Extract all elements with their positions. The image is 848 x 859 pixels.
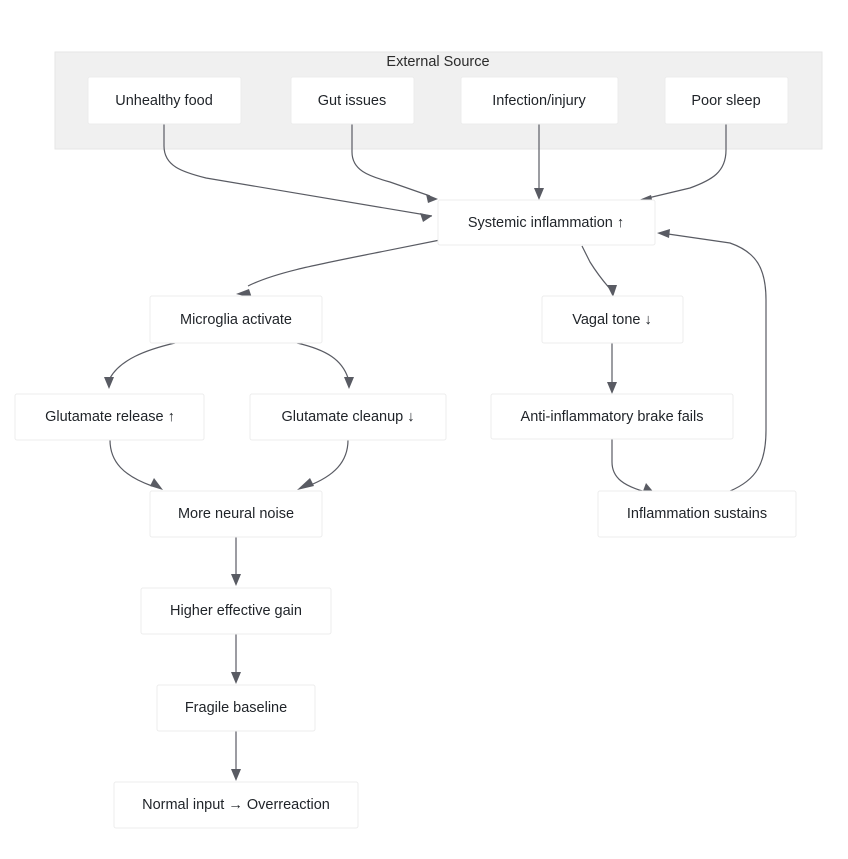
- node-more-neural-noise[interactable]: More neural noise: [149, 490, 323, 538]
- node-glutamate-release-label: Glutamate release ↑: [45, 409, 175, 425]
- node-more-neural-noise-label: More neural noise: [178, 506, 294, 522]
- node-inflammation-sustains-label: Inflammation sustains: [627, 506, 767, 522]
- node-gut-issues[interactable]: Gut issues: [290, 76, 415, 125]
- node-microglia-activate-label: Microglia activate: [180, 312, 292, 328]
- node-fragile-baseline[interactable]: Fragile baseline: [156, 684, 316, 732]
- node-higher-effective-gain-label: Higher effective gain: [170, 603, 302, 619]
- arrowhead-icon: [231, 574, 241, 586]
- edge-anti-inflammatory-brake-to-inflammation-sustains: [611, 437, 656, 495]
- arrowhead-icon: [420, 213, 432, 222]
- node-vagal-tone-rect[interactable]: [541, 295, 684, 344]
- edge-path: [667, 233, 767, 492]
- edge-vagal-tone-to-anti-inflammatory-brake: [607, 343, 617, 394]
- arrowhead-icon: [231, 672, 241, 684]
- edge-path: [109, 439, 153, 487]
- edge-glutamate-release-to-more-neural-noise: [109, 439, 163, 490]
- node-fragile-baseline-rect[interactable]: [156, 684, 316, 732]
- node-microglia-activate[interactable]: Microglia activate: [149, 295, 323, 344]
- arrowhead-icon: [297, 478, 314, 490]
- node-microglia-activate-rect[interactable]: [149, 295, 323, 344]
- node-poor-sleep-rect[interactable]: [664, 76, 789, 125]
- arrowhead-icon: [657, 229, 670, 238]
- node-glutamate-release-rect[interactable]: [14, 393, 205, 441]
- node-normal-input-overreaction[interactable]: Normal input → Overreaction: [113, 781, 359, 829]
- node-infection-injury-rect[interactable]: [460, 76, 619, 125]
- node-more-neural-noise-rect[interactable]: [149, 490, 323, 538]
- arrowhead-icon: [607, 382, 617, 394]
- edge-path: [581, 245, 612, 291]
- edge-path: [647, 124, 727, 199]
- edge-unhealthy-food-to-systemic-inflammation: [163, 124, 433, 222]
- edge-path: [611, 437, 647, 493]
- arrowhead-icon: [150, 478, 163, 490]
- arrowhead-icon: [534, 188, 544, 200]
- edge-layer: [104, 124, 767, 781]
- node-unhealthy-food-label: Unhealthy food: [115, 93, 213, 109]
- node-infection-injury-label: Infection/injury: [492, 93, 586, 109]
- edge-glutamate-cleanup-to-more-neural-noise: [297, 439, 349, 490]
- node-glutamate-cleanup[interactable]: Glutamate cleanup ↓: [249, 393, 447, 441]
- node-poor-sleep-label: Poor sleep: [691, 93, 760, 109]
- node-vagal-tone[interactable]: Vagal tone ↓: [541, 295, 684, 344]
- node-inflammation-sustains[interactable]: Inflammation sustains: [597, 490, 797, 538]
- edge-path: [163, 124, 433, 217]
- node-infection-injury[interactable]: Infection/injury: [460, 76, 619, 125]
- edge-infection-injury-to-systemic-inflammation: [534, 124, 544, 200]
- node-glutamate-cleanup-label: Glutamate cleanup ↓: [282, 409, 415, 425]
- edge-systemic-inflammation-to-vagal-tone: [581, 245, 617, 297]
- node-gut-issues-rect[interactable]: [290, 76, 415, 125]
- edge-path: [247, 239, 441, 287]
- node-normal-input-overreaction-label: Normal input → Overreaction: [142, 797, 330, 813]
- edge-fragile-baseline-to-normal-input-overreaction: [231, 731, 241, 781]
- edge-path: [109, 342, 176, 379]
- arrowhead-icon: [231, 769, 241, 781]
- node-gut-issues-label: Gut issues: [318, 93, 387, 109]
- edge-gut-issues-to-systemic-inflammation: [351, 124, 438, 203]
- node-normal-input-overreaction-rect[interactable]: [113, 781, 359, 829]
- node-unhealthy-food-rect[interactable]: [87, 76, 242, 125]
- edge-systemic-inflammation-to-microglia-activate: [236, 239, 441, 298]
- edge-microglia-activate-to-glutamate-cleanup: [296, 342, 354, 389]
- arrowhead-icon: [344, 377, 354, 389]
- node-higher-effective-gain[interactable]: Higher effective gain: [140, 587, 332, 635]
- node-fragile-baseline-label: Fragile baseline: [185, 700, 287, 716]
- edge-more-neural-noise-to-higher-effective-gain: [231, 537, 241, 586]
- edge-inflammation-sustains-to-systemic-inflammation: [657, 229, 767, 492]
- node-anti-inflammatory-brake-label: Anti-inflammatory brake fails: [521, 409, 704, 425]
- node-higher-effective-gain-rect[interactable]: [140, 587, 332, 635]
- edge-path: [296, 342, 349, 379]
- node-poor-sleep[interactable]: Poor sleep: [664, 76, 789, 125]
- node-systemic-inflammation-rect[interactable]: [437, 199, 656, 246]
- arrowhead-icon: [104, 377, 114, 389]
- arrowhead-icon: [607, 285, 617, 297]
- node-anti-inflammatory-brake-rect[interactable]: [490, 393, 734, 440]
- node-glutamate-release[interactable]: Glutamate release ↑: [14, 393, 205, 441]
- edge-path: [351, 124, 431, 197]
- edge-path: [307, 439, 349, 487]
- node-vagal-tone-label: Vagal tone ↓: [572, 312, 652, 328]
- edge-microglia-activate-to-glutamate-release: [104, 342, 176, 389]
- node-systemic-inflammation-label: Systemic inflammation ↑: [468, 215, 624, 231]
- node-glutamate-cleanup-rect[interactable]: [249, 393, 447, 441]
- edge-higher-effective-gain-to-fragile-baseline: [231, 634, 241, 684]
- node-anti-inflammatory-brake[interactable]: Anti-inflammatory brake fails: [490, 393, 734, 440]
- cluster-external-source-label: External Source: [386, 54, 489, 70]
- node-layer: Unhealthy food Gut issues Infection/inju…: [14, 76, 797, 829]
- node-systemic-inflammation[interactable]: Systemic inflammation ↑: [437, 199, 656, 246]
- node-inflammation-sustains-rect[interactable]: [597, 490, 797, 538]
- arrowhead-icon: [426, 194, 438, 203]
- node-unhealthy-food[interactable]: Unhealthy food: [87, 76, 242, 125]
